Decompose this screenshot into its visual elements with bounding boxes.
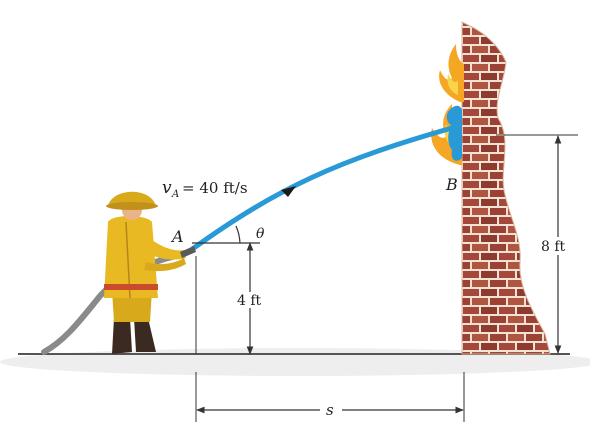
nozzle-height-label: 4 ft [237,293,262,309]
label-bg [320,402,342,418]
velocity-arrowhead [281,186,296,197]
label-bg [538,237,578,255]
velocity-symbol: v [162,178,172,198]
label-bg [236,292,266,308]
water-stream [188,125,455,253]
velocity-value: = 40 ft/s [182,179,248,197]
point-a-label: A [170,227,184,246]
target-height-label: 8 ft [541,239,566,255]
water-splash [446,105,462,161]
distance-label: s [326,401,334,419]
velocity-subscript: A [171,189,179,200]
brick-wall [461,21,551,355]
angle-label: θ [256,226,265,242]
firefighter [104,191,196,354]
point-b-label: B [445,175,458,194]
ground-shadow [0,348,590,376]
angle-arc [235,225,241,244]
